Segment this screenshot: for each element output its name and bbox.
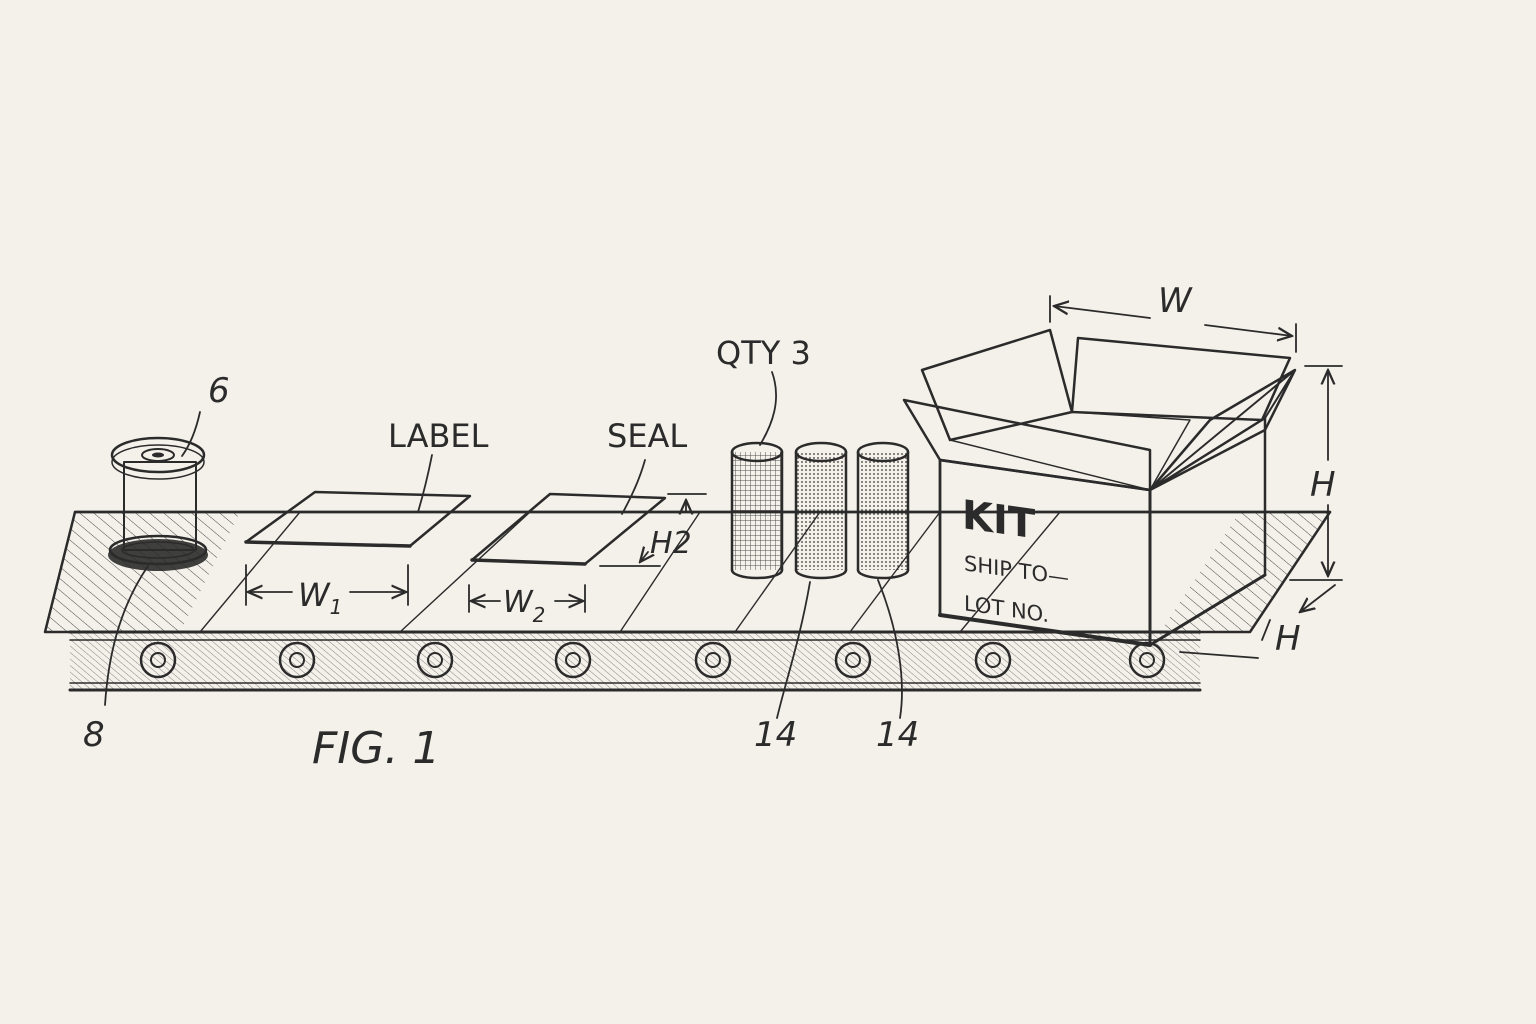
roller: [139, 641, 177, 679]
ref-8: 8: [83, 715, 105, 755]
roller: [974, 641, 1012, 679]
roller: [834, 641, 872, 679]
box-ship-to: SHIP TO—: [964, 550, 1069, 590]
spool: [108, 436, 208, 571]
seal-sheet: [470, 492, 667, 566]
dim-box-width: W: [1158, 281, 1193, 321]
rollers: [139, 641, 1166, 679]
seal-callout: SEAL: [607, 417, 687, 455]
roller: [694, 641, 732, 679]
cylinder: [730, 441, 784, 580]
box-title: KIT: [962, 492, 1036, 548]
cylinder: [856, 441, 910, 580]
dim-h2: H2: [650, 526, 692, 561]
ref-6: 6: [208, 371, 230, 411]
roller: [278, 641, 316, 679]
kit-box: [902, 328, 1297, 647]
ref-14-a: 14: [754, 715, 797, 755]
dim-w1: W1: [298, 576, 342, 619]
dimension-lines: [104, 295, 1343, 719]
figure-caption: FIG. 1: [312, 723, 440, 774]
conveyor-frame: [68, 630, 1202, 692]
ref-14-b: 14: [876, 715, 919, 755]
dim-w2: W2: [503, 585, 545, 627]
conveyor-surface: [43, 510, 1332, 634]
label-callout: LABEL: [388, 417, 489, 455]
roller: [416, 641, 454, 679]
labels: 6 LABEL SEAL QTY 3 W1 W2 H2 W H H 8 14 1…: [83, 281, 1336, 774]
roller: [554, 641, 592, 679]
cylinders: [730, 441, 910, 580]
dim-box-height: H: [1310, 465, 1336, 505]
dim-box-depth: H: [1275, 619, 1301, 659]
label-sheet: [244, 490, 472, 548]
qty-callout: QTY 3: [716, 334, 811, 372]
cylinder: [794, 441, 848, 580]
